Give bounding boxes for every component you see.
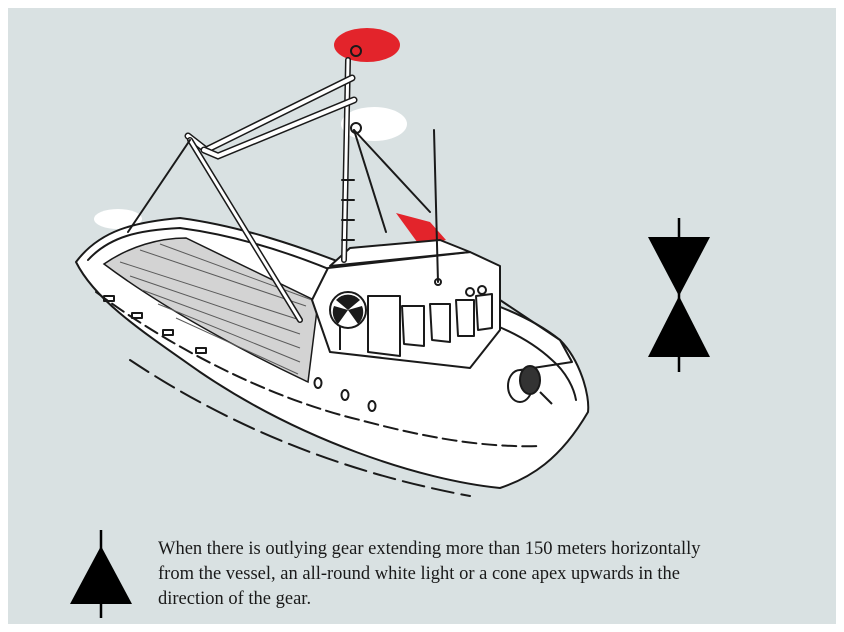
day-shape-two-cones-icon <box>648 218 710 372</box>
caption-line-3: direction of the gear. <box>158 589 311 609</box>
caption-line-1: When there is outlying gear extending mo… <box>158 539 701 559</box>
ventilator <box>330 292 366 328</box>
caption-line-2: from the vessel, an all-round white ligh… <box>158 564 680 584</box>
cone-apex-upwards-icon <box>70 530 132 618</box>
caption-text: When there is outlying gear extending mo… <box>158 537 818 612</box>
white-all-round-light <box>341 107 407 141</box>
red-masthead-light <box>334 28 400 62</box>
